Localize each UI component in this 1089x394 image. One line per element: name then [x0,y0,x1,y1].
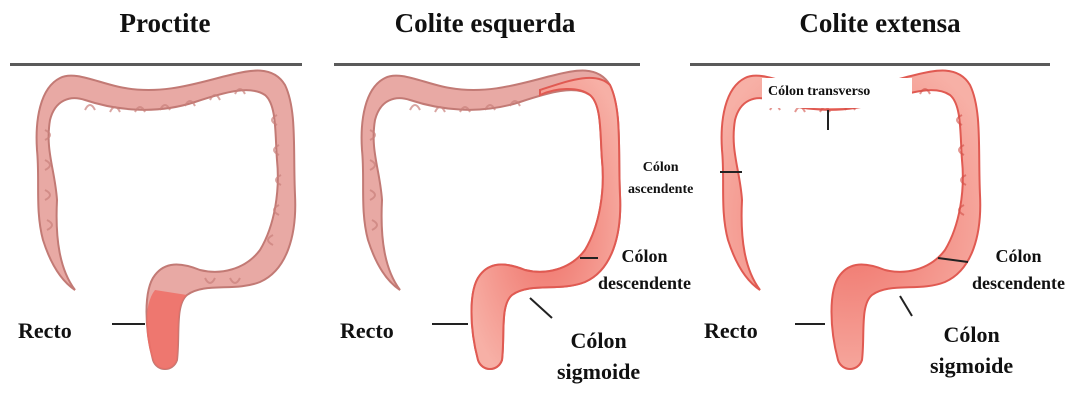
label-colon-ascendente-l2: ascendente [628,182,693,198]
label-colon-descendente-3-l1: Cólon [972,246,1065,267]
label-recto-2: Recto [340,318,394,343]
label-colon-descendente-3-l2: descendente [972,273,1065,294]
label-colon-transverso: Cólon transverso [768,84,870,100]
label-colon-sigmoide-3-l2: sigmoide [930,353,1013,378]
label-recto-3: Recto [704,318,758,343]
label-colon-descendente-2-l2: descendente [598,273,691,294]
label-colon-sigmoide-3: Cólon sigmoide [930,322,1013,379]
label-recto-1: Recto [18,318,72,343]
label-colon-descendente-2-l1: Cólon [598,246,691,267]
label-colon-descendente-2: Cólon descendente [598,246,691,293]
label-colon-sigmoide-2-l1: Cólon [557,328,640,353]
label-colon-sigmoide-3-l1: Cólon [930,322,1013,347]
label-colon-sigmoide-2-l2: sigmoide [557,359,640,384]
label-colon-sigmoide-2: Cólon sigmoide [557,328,640,385]
label-colon-ascendente: Cólon ascendente [628,160,693,198]
label-colon-ascendente-l1: Cólon [628,160,693,176]
label-colon-descendente-3: Cólon descendente [972,246,1065,293]
